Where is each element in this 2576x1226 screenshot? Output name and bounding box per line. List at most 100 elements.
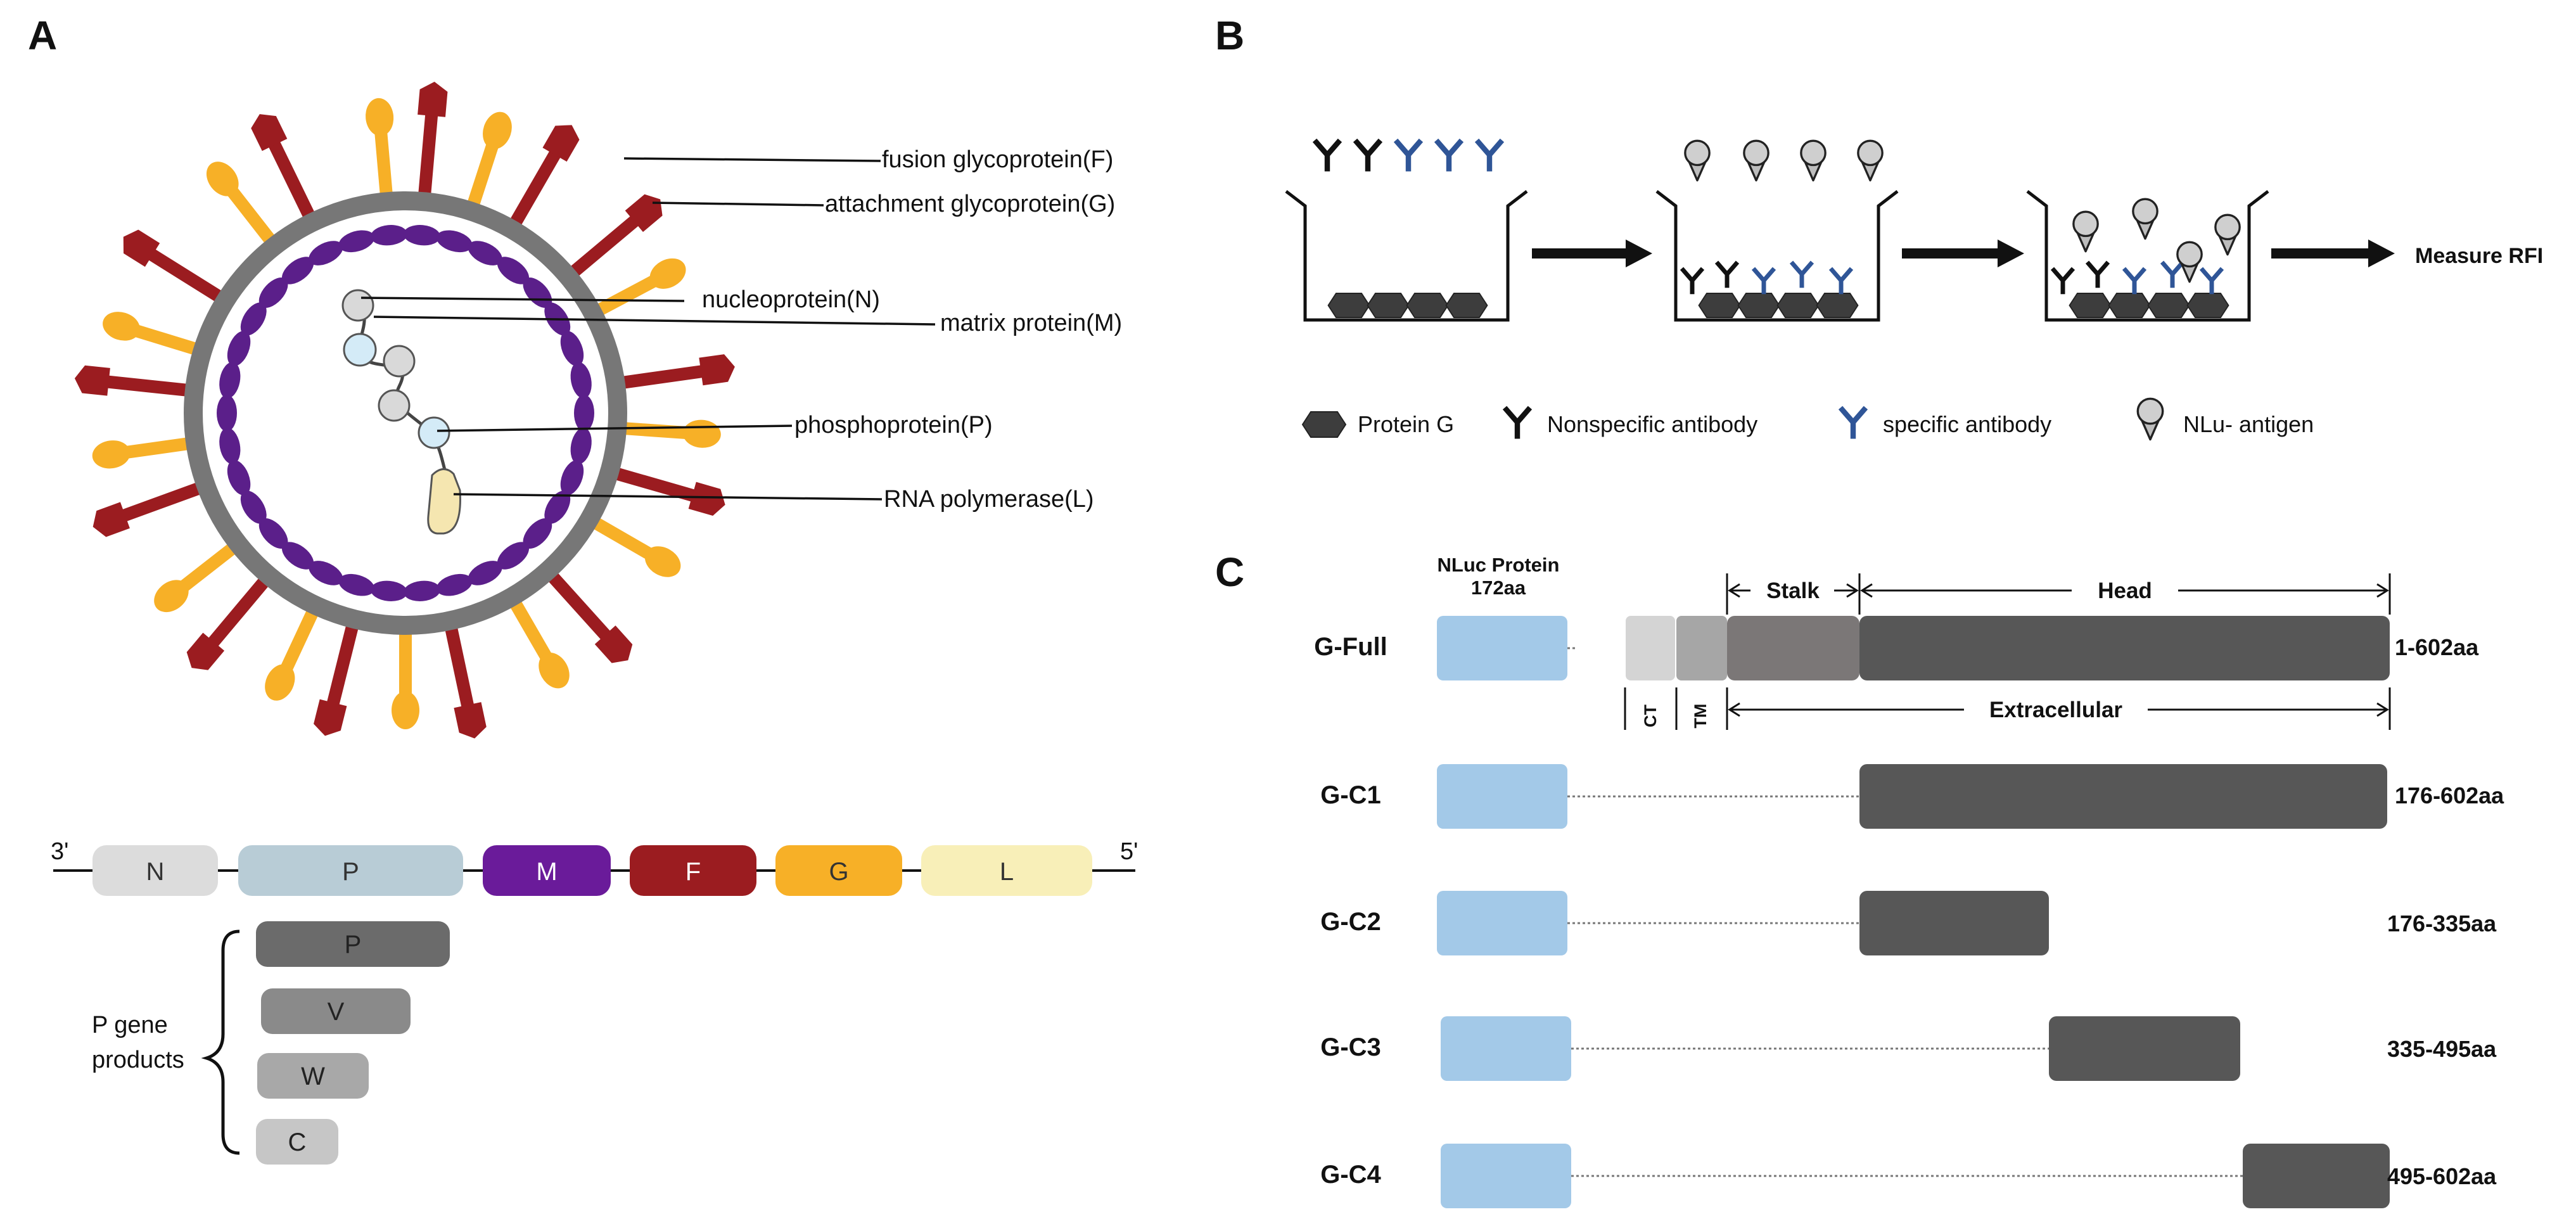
nluc-domain (1441, 1016, 1571, 1081)
f-spike (503, 125, 580, 237)
svg-text:C: C (288, 1128, 307, 1156)
protein-g-hexagon (1698, 292, 1741, 319)
nonspecific-antibody-icon (1355, 140, 1380, 171)
p-product-p: P (256, 921, 450, 967)
nlu-antigen-icon (2214, 214, 2241, 256)
gene-f: F (630, 845, 756, 896)
matrix-protein-bead (258, 278, 288, 309)
protein-g-hexagon (1406, 292, 1449, 319)
process-arrow-1 (1532, 239, 1652, 267)
assay-well-2 (1655, 190, 1899, 322)
matrix-protein-bead (560, 331, 584, 366)
panel-letter-c: C (1215, 549, 1244, 595)
protein-g-hexagon (2147, 292, 2190, 319)
matrix-protein-bead (436, 573, 473, 596)
f-spike (417, 81, 448, 208)
matrix-protein-bead (497, 257, 530, 284)
protein-g-hexagon (1367, 292, 1410, 319)
nonspecific-antibody-icon (1505, 407, 1530, 438)
g-spike (392, 620, 419, 729)
matrix-protein-bead (240, 302, 267, 336)
leader-line-f (623, 157, 881, 162)
f-spike (603, 464, 725, 516)
legend-protein-g-label: Protein G (1358, 411, 1454, 437)
matrix-protein-bead (436, 230, 473, 253)
matrix-protein-bead (404, 225, 440, 246)
p-gene-label-line1: P gene (92, 1012, 168, 1038)
elisa-legend: Protein G Nonspecific antibody specific … (1302, 397, 2314, 439)
head-domain (1859, 616, 2390, 680)
p-product-v: V (261, 988, 411, 1034)
construct-name: G-C4 (1320, 1161, 1381, 1189)
p-gene-label-line2: products (92, 1047, 184, 1073)
svg-text:V: V (328, 998, 345, 1026)
protein-g-hexagon (2108, 292, 2151, 319)
leader-line-m (373, 316, 936, 326)
f-spike (442, 614, 487, 739)
ct-label: CT (1641, 705, 1660, 727)
g-spike (154, 535, 246, 613)
f-spike (92, 478, 214, 537)
matrix-protein-bead (404, 580, 440, 601)
gene-g: G (775, 845, 902, 896)
construct-name: G-C3 (1320, 1033, 1381, 1061)
protein-g-hexagon (1737, 292, 1780, 319)
construct-name: G-Full (1314, 633, 1387, 661)
tm-domain (1676, 616, 1727, 680)
f-spike (609, 354, 735, 391)
specific-antibody-icon (1840, 407, 1866, 438)
construct-name: G-C2 (1320, 908, 1381, 936)
legend-nonspecific-antibody-label: Nonspecific antibody (1547, 411, 1757, 437)
head-domain (2049, 1016, 2240, 1081)
leader-line-n (360, 297, 685, 302)
nucleocapsid (341, 289, 461, 535)
svg-text:M: M (536, 858, 557, 886)
g-spike (92, 435, 201, 469)
matrix-protein-bead (338, 230, 375, 253)
phosphoprotein-bead (418, 416, 450, 449)
nonspecific-antibody-icon (2053, 269, 2074, 295)
g-spike (366, 98, 394, 208)
protein-g-hexagon (2069, 292, 2112, 319)
label-phosphoprotein: phosphoprotein(P) (794, 412, 993, 438)
elisa-workflow: Measure RFI (1285, 140, 2543, 322)
construct-range: 495-602aa (2387, 1163, 2497, 1189)
nluc-domain (1437, 616, 1567, 680)
nucleoprotein-bead (378, 389, 411, 422)
label-rna-polymerase: RNA polymerase(L) (884, 486, 1094, 513)
g-spike (463, 112, 512, 219)
specific-antibody-icon (2202, 269, 2222, 295)
matrix-protein-bead (219, 362, 241, 399)
g-spike (585, 258, 686, 322)
svg-text:F: F (685, 858, 701, 886)
ct-domain (1626, 616, 1675, 680)
p-product-w: W (257, 1053, 369, 1099)
genome-5prime-end: 5' (1120, 838, 1138, 865)
protein-g-icon (1302, 411, 1346, 438)
genome-3prime-end: 3' (51, 838, 68, 865)
stalk-label: Stalk (1766, 578, 1820, 603)
matrix-protein-bead (227, 460, 251, 495)
nluc-length-header: 172aa (1471, 577, 1526, 599)
head-domain (2243, 1144, 2390, 1208)
f-spike (74, 365, 200, 398)
nucleoprotein-bead (341, 289, 374, 322)
nonspecific-antibody-icon (1717, 262, 1738, 288)
panel-letter-b: B (1215, 13, 1244, 58)
svg-text:G: G (829, 858, 848, 886)
construct-g-c4: G-C4 495-602aa (1320, 1144, 2497, 1208)
gene-l: L (921, 845, 1092, 896)
panel-letter-a: A (28, 13, 57, 58)
matrix-protein-bead (309, 561, 343, 585)
specific-antibody-icon (2162, 262, 2183, 288)
matrix-protein-bead (570, 428, 592, 464)
specific-antibody-icon (1831, 269, 1852, 295)
construct-name: G-C1 (1320, 781, 1381, 809)
nonspecific-antibody-icon (2088, 262, 2108, 288)
protein-g-hexagon (1327, 292, 1370, 319)
leader-line-g (652, 201, 824, 207)
label-attachment-glycoprotein: attachment glycoprotein(G) (825, 191, 1115, 217)
matrix-protein-bead (240, 490, 267, 524)
